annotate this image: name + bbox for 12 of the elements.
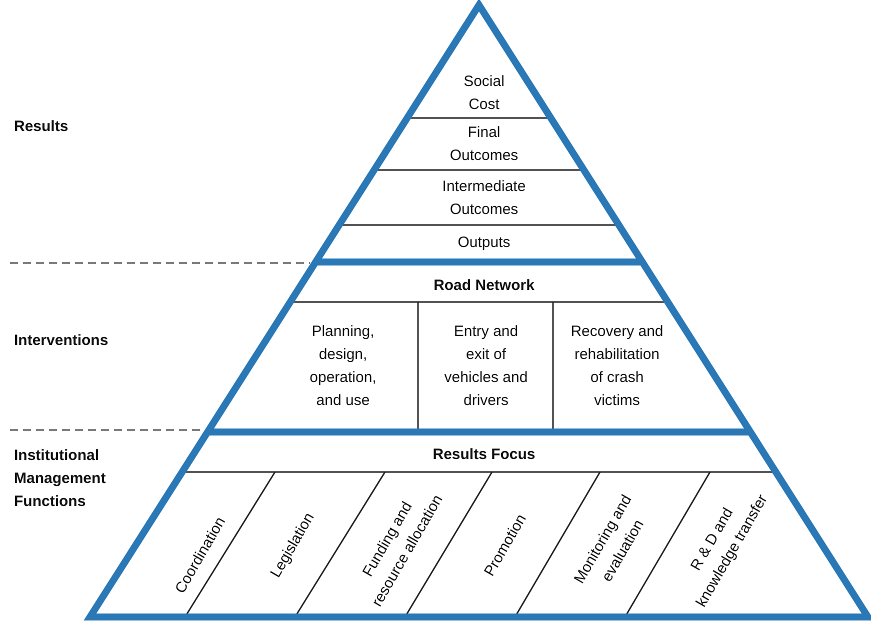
- tier-label: Road Network: [384, 274, 584, 297]
- tier-label: Final Outcomes: [444, 121, 524, 167]
- tier-label: Social Cost: [454, 70, 514, 116]
- tier-label: Planning, design, operation, and use: [303, 320, 383, 412]
- level-label: Institutional Management Functions: [14, 446, 107, 512]
- level-label: Interventions: [14, 331, 110, 351]
- level-label: Results: [14, 117, 70, 137]
- tier-label: Recovery and rehabilitation of crash victims: [567, 320, 667, 412]
- tier-label: Entry and exit of vehicles and drivers: [443, 320, 529, 412]
- tier-label: Results Focus: [384, 443, 584, 466]
- tier-label: Intermediate Outcomes: [434, 175, 534, 221]
- tier-label: Outputs: [409, 231, 559, 254]
